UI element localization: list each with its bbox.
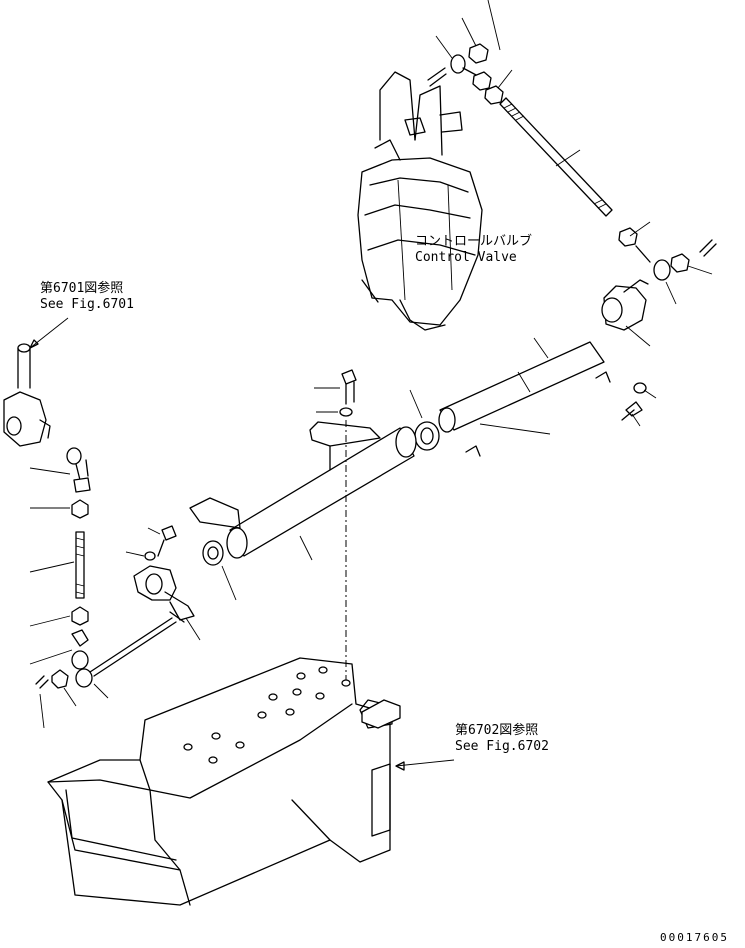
fig-6702-label-en: See Fig.6702 xyxy=(455,739,549,754)
fig-6701-reference: 第6701図参照 See Fig.6701 xyxy=(40,280,134,312)
control-valve xyxy=(357,67,483,331)
frame xyxy=(47,657,401,906)
drawing-number: 00017605 xyxy=(660,931,729,944)
bolt-and-washer xyxy=(339,369,357,417)
upper-rod-assembly xyxy=(450,43,717,331)
frame-holes xyxy=(183,666,351,764)
fig-6702-reference: 第6702図参照 See Fig.6702 xyxy=(455,722,549,754)
left-part-stack xyxy=(3,343,91,670)
control-valve-label: コントロールバルブ Control Valve xyxy=(415,233,532,265)
control-valve-label-en: Control Valve xyxy=(415,250,517,265)
control-valve-label-jp: コントロールバルブ xyxy=(415,233,532,249)
lower-linkage xyxy=(35,525,195,689)
right-bolt xyxy=(621,382,647,421)
shaft-assembly xyxy=(189,341,611,566)
fig-6701-label-en: See Fig.6701 xyxy=(40,297,134,312)
fig-6701-label-jp: 第6701図参照 xyxy=(40,280,123,296)
fig-6702-label-jp: 第6702図参照 xyxy=(455,722,538,738)
leader-lines xyxy=(29,0,713,771)
